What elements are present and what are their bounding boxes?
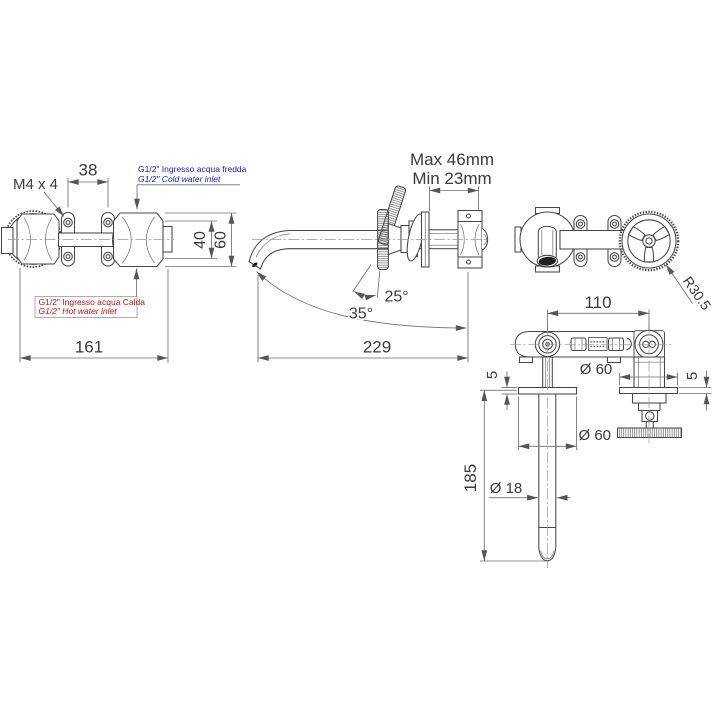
dim-wall-depth: Max 46mm Min 23mm — [410, 150, 494, 211]
dim-40-text: 40 — [192, 231, 209, 249]
dim-5-left-text: 5 — [484, 371, 501, 379]
clip-hook — [626, 337, 632, 351]
spout-front — [536, 225, 559, 268]
dim-centres-distance: 110 — [547, 293, 650, 331]
m4x4-text: M4 x 4 — [13, 176, 58, 193]
dim-spout-reach: 185 — [461, 389, 550, 562]
side-view: Max 46mm Min 23mm 25° 35° 229 — [248, 150, 494, 363]
dim-spout-diameter: Ø 18 — [489, 480, 571, 501]
dim-35deg-text: 35° — [349, 306, 373, 323]
dim-max-text: Max 46mm — [410, 150, 494, 169]
dim-110-text: 110 — [584, 293, 611, 312]
hot-valve-nose — [0, 226, 14, 255]
spout-outlet-dark — [538, 256, 556, 266]
cold-inlet-line1: G1/2" Ingresso acqua fredda — [138, 164, 247, 174]
dim-185-text: 185 — [461, 464, 480, 492]
dim-overall-width: 161 — [19, 268, 169, 363]
dim-flange-thickness-left: 5 — [484, 371, 517, 410]
front-view: R30.5 — [514, 206, 714, 313]
handwheel-top-profile — [617, 427, 682, 438]
dim-flange-thickness-right: 5 — [679, 370, 712, 411]
dim-25deg-text: 25° — [385, 289, 409, 306]
handwheel-spokes — [627, 225, 671, 263]
dim-flange-dia-left: Ø 60 — [518, 396, 613, 450]
dim-dia60-right-text: Ø 60 — [580, 361, 613, 378]
top-view: 110 5 5 Ø 60 Ø 60 — [461, 293, 712, 568]
handwheel-front — [618, 210, 680, 272]
dim-flange-dia-right: Ø 60 — [580, 361, 678, 386]
dim-5-right-text: 5 — [684, 372, 701, 380]
hot-inlet-line1: G1/2" Ingresso acqua Calda — [39, 297, 146, 307]
hot-inlet-line2: G1/2" Hot water inlet — [39, 306, 118, 316]
handle-hub-cone — [387, 222, 402, 256]
dim-body-heights: 40 60 — [165, 212, 237, 267]
spout-aerator — [252, 262, 258, 268]
hot-valve-cap — [16, 213, 60, 265]
label-hot-inlet: G1/2" Ingresso acqua Calda G1/2" Hot wat… — [34, 268, 146, 318]
dim-dia18-text: Ø 18 — [490, 480, 523, 497]
cold-inlet-line2: G1/2" Cold water inlet — [138, 174, 221, 184]
back-view: 38 M4 x 4 G1/2" Ingresso acqua fredda G1… — [0, 161, 247, 363]
dim-38-text: 38 — [79, 161, 98, 180]
dim-229-text: 229 — [363, 338, 391, 357]
dim-60-text: 60 — [213, 231, 230, 249]
foot-tab-right — [606, 356, 622, 364]
dim-spout-projection: 229 — [257, 272, 469, 363]
label-screw-spec: M4 x 4 — [13, 176, 65, 217]
handwheel-screw — [645, 237, 653, 245]
dim-min-text: Min 23mm — [412, 169, 491, 188]
label-cold-inlet: G1/2" Ingresso acqua fredda G1/2" Cold w… — [134, 164, 247, 210]
handwheel-knurl-ring — [618, 210, 680, 272]
dim-hole-spacing: 38 — [67, 161, 109, 208]
dim-dia60-left-text: Ø 60 — [579, 427, 612, 444]
dim-161-text: 161 — [75, 338, 103, 357]
handle-flange-top — [618, 386, 679, 395]
foot-tab-left — [518, 356, 534, 364]
dim-spout-angle: 35° — [256, 271, 467, 331]
